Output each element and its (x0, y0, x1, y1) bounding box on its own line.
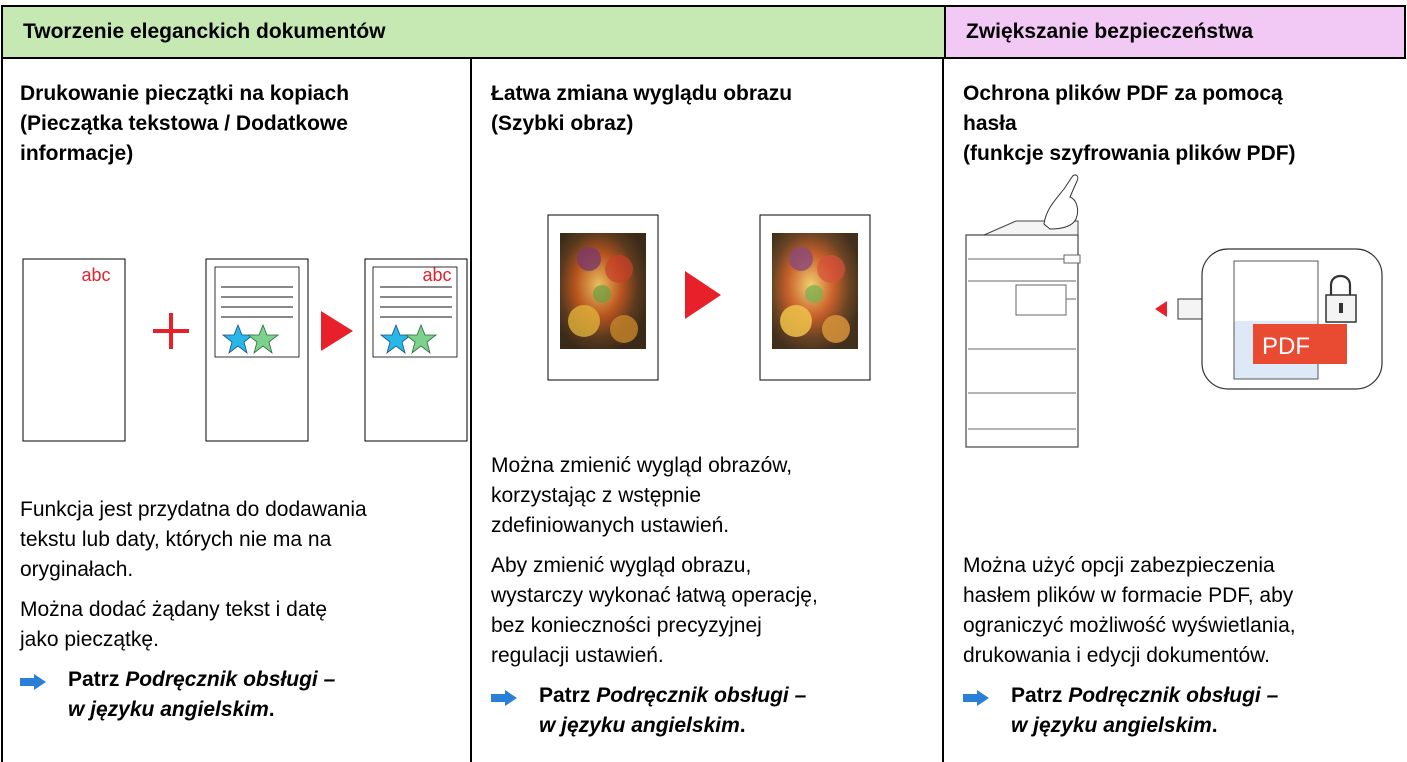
paragraph: Można zmienić wygląd obrazów, korzystają… (491, 454, 793, 537)
stamped-document-icon: abc (364, 258, 468, 442)
mfp-printer-icon (965, 220, 1081, 448)
section-title: Zwiększanie bezpieczeństwa (966, 20, 1254, 43)
pdf-label: PDF (1262, 333, 1310, 360)
original-document-icon (205, 258, 309, 442)
hand-icon (1043, 174, 1079, 230)
manual-reference: Patrz Podręcznik obsługi – w języku angi… (491, 681, 818, 741)
quick-image-illustration (547, 214, 871, 381)
stamp-illustration: abc abc (22, 258, 468, 442)
pdf-encryption-illustration: PDF (965, 174, 1383, 448)
triangle-arrow-icon (685, 271, 721, 319)
triangle-arrow-icon (1155, 301, 1167, 317)
stamp-text: abc (422, 265, 451, 285)
feature-pdf-encryption: Ochrona plików PDF za pomocą hasła (funk… (946, 59, 1406, 762)
feature-quick-image: Łatwa zmiana wyglądu obrazu (Szybki obra… (474, 59, 942, 762)
pdf-label-badge (1253, 324, 1347, 364)
star-icon (404, 323, 438, 355)
adjusted-photo-page (759, 214, 871, 381)
feature-title: Łatwa zmiana wyglądu obrazu (Szybki obra… (491, 82, 793, 135)
star-icon (246, 323, 280, 355)
feature-description: Można użyć opcji zabezpieczenia hasłem p… (963, 551, 1296, 741)
arrow-right-icon (963, 690, 989, 706)
feature-description: Funkcja jest przydatna do dodawania teks… (20, 495, 367, 725)
stamp-page: abc (22, 258, 126, 442)
feature-text-stamp: Drukowanie pieczątki na kopiach (Piecząt… (3, 59, 469, 762)
column-divider (470, 59, 472, 762)
manual-reference: Patrz Podręcznik obsługi – w języku angi… (20, 665, 367, 725)
column-divider (1, 59, 3, 762)
lock-icon (1325, 274, 1357, 323)
manual-reference: Patrz Podręcznik obsługi – w języku angi… (963, 681, 1296, 741)
feature-description: Można zmienić wygląd obrazów, korzystają… (491, 451, 818, 741)
section-title: Tworzenie eleganckich dokumentów (23, 20, 386, 43)
paragraph: Aby zmienić wygląd obrazu, wystarczy wyk… (491, 554, 818, 667)
feature-title: Drukowanie pieczątki na kopiach (Piecząt… (20, 82, 350, 165)
original-photo-page (547, 214, 659, 381)
plus-icon (153, 313, 189, 349)
paragraph: Funkcja jest przydatna do dodawania teks… (20, 498, 367, 581)
section-header-elegant-documents: Tworzenie eleganckich dokumentów (1, 5, 946, 59)
stamp-text: abc (81, 265, 110, 285)
paragraph: Można użyć opcji zabezpieczenia hasłem p… (963, 554, 1296, 667)
arrow-right-icon (491, 690, 517, 706)
column-divider (942, 59, 944, 762)
paragraph: Można dodać żądany tekst i datę jako pie… (20, 598, 328, 651)
arrow-right-icon (20, 674, 46, 690)
section-header-security: Zwiększanie bezpieczeństwa (944, 5, 1406, 59)
triangle-arrow-icon (321, 311, 353, 351)
feature-title: Ochrona plików PDF za pomocą hasła (funk… (963, 82, 1296, 165)
